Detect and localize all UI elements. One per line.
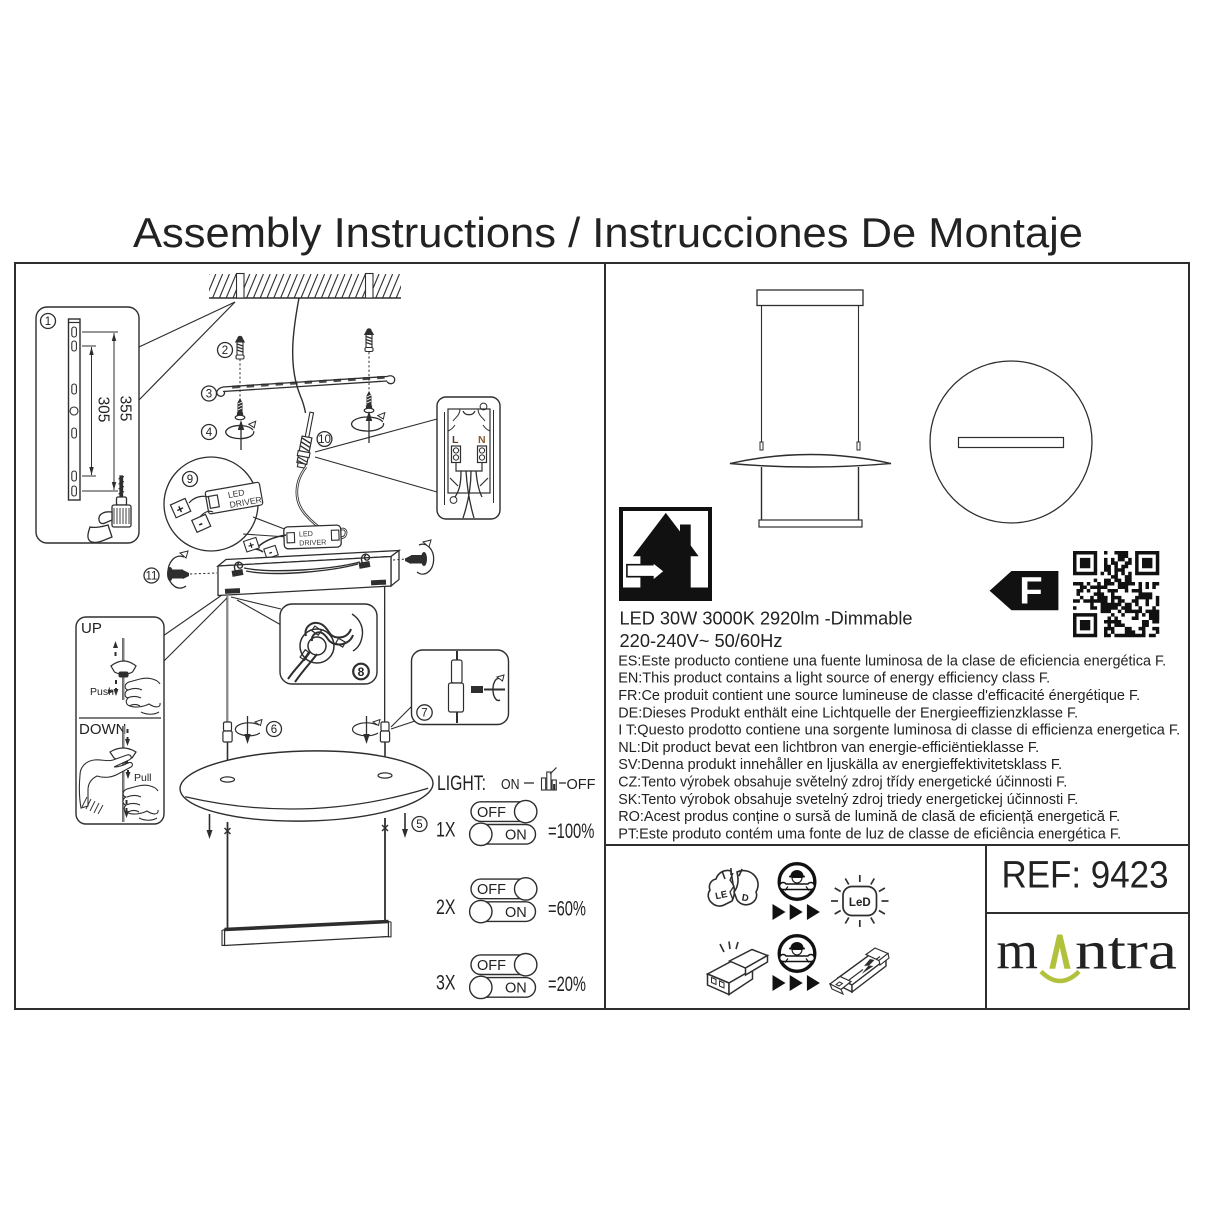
svg-text:3: 3: [206, 389, 212, 401]
svg-text:SV:Denna produkt innehåller en: SV:Denna produkt innehåller en ljuskälla…: [618, 757, 1062, 773]
svg-text:EN:This product contains a lig: EN:This product contains a light source …: [618, 671, 1050, 687]
svg-text:LED: LED: [299, 529, 313, 538]
svg-text:=60%: =60%: [548, 896, 586, 920]
svg-text:ntra: ntra: [1075, 921, 1177, 981]
svg-text:LeD: LeD: [849, 897, 871, 909]
svg-text:=20%: =20%: [548, 972, 586, 996]
svg-text:UP: UP: [81, 620, 102, 637]
svg-text:-: -: [267, 546, 275, 559]
svg-text:RO:Acest produs conține o surs: RO:Acest produs conține o sursă de lumin…: [618, 809, 1120, 825]
svg-text:OFF: OFF: [477, 805, 506, 821]
svg-text:Pull: Pull: [134, 772, 152, 784]
svg-text:DE:Dieses Produkt enthält eine: DE:Dieses Produkt enthält eine Lichtquel…: [618, 705, 1078, 721]
svg-text:F: F: [1019, 571, 1042, 613]
svg-text:=100%: =100%: [548, 819, 594, 843]
svg-text:CZ:Tento výrobek obsahuje svět: CZ:Tento výrobek obsahuje světelný zdroj…: [618, 775, 1067, 791]
svg-text:N: N: [478, 434, 486, 446]
svg-text:7: 7: [421, 708, 427, 720]
svg-text:ON: ON: [501, 776, 520, 793]
svg-text:11: 11: [146, 571, 158, 583]
svg-text:OFF: OFF: [477, 958, 506, 974]
svg-text:220-240V~ 50/60Hz: 220-240V~ 50/60Hz: [620, 631, 783, 651]
svg-text:NL:Dit product bevat een licht: NL:Dit product bevat een lichtbron van e…: [618, 740, 1039, 756]
svg-text:1X: 1X: [436, 818, 456, 842]
svg-text:LE: LE: [714, 889, 728, 902]
svg-text:REF: 9423: REF: 9423: [1002, 855, 1169, 897]
svg-text:ON: ON: [505, 981, 527, 997]
svg-text:10: 10: [318, 434, 331, 446]
svg-text:355: 355: [117, 396, 134, 422]
svg-text:LED 30W 3000K 2920lm -Dimmable: LED 30W 3000K 2920lm -Dimmable: [620, 609, 913, 629]
svg-text:+: +: [246, 539, 256, 552]
svg-text:PT:Este produto contém uma fon: PT:Este produto contém uma fonte de luz …: [618, 826, 1121, 842]
svg-text:ES:Este producto contiene una: ES:Este producto contiene una fuente lum…: [618, 653, 1166, 669]
svg-text:ON: ON: [505, 828, 527, 844]
svg-text:Push: Push: [90, 686, 114, 698]
svg-text:m: m: [997, 921, 1039, 981]
svg-text:LIGHT:: LIGHT:: [437, 771, 486, 795]
svg-text:SK:Tento výrobok obsahuje svet: SK:Tento výrobok obsahuje svetelný zdroj…: [618, 792, 1078, 808]
svg-text:2: 2: [222, 345, 228, 357]
svg-text:-: -: [195, 515, 205, 530]
svg-text:DRIVER: DRIVER: [299, 538, 326, 548]
svg-text:ON: ON: [505, 905, 527, 921]
svg-text:LED: LED: [227, 487, 245, 500]
svg-text:D: D: [741, 892, 750, 904]
svg-text:I T:Questo prodotto contiene u: I T:Questo prodotto contiene una sorgent…: [618, 723, 1180, 739]
svg-text:9: 9: [187, 474, 193, 486]
svg-text:1: 1: [45, 316, 51, 328]
svg-text:DOWN: DOWN: [79, 721, 127, 738]
svg-text:6: 6: [271, 724, 277, 736]
svg-text:2X: 2X: [436, 895, 456, 919]
svg-text:4: 4: [206, 427, 213, 439]
svg-text:OFF: OFF: [477, 882, 506, 898]
svg-text:FR:Ce produit contient une sou: FR:Ce produit contient une source lumine…: [618, 688, 1140, 704]
svg-text:Assembly Instructions / Instru: Assembly Instructions / Instrucciones De…: [133, 209, 1083, 256]
svg-text:OFF: OFF: [567, 776, 596, 793]
svg-text:L: L: [452, 434, 459, 446]
svg-text:5: 5: [416, 819, 422, 831]
svg-text:305: 305: [95, 397, 112, 423]
svg-text:3X: 3X: [436, 971, 456, 995]
svg-text:8: 8: [358, 665, 365, 679]
